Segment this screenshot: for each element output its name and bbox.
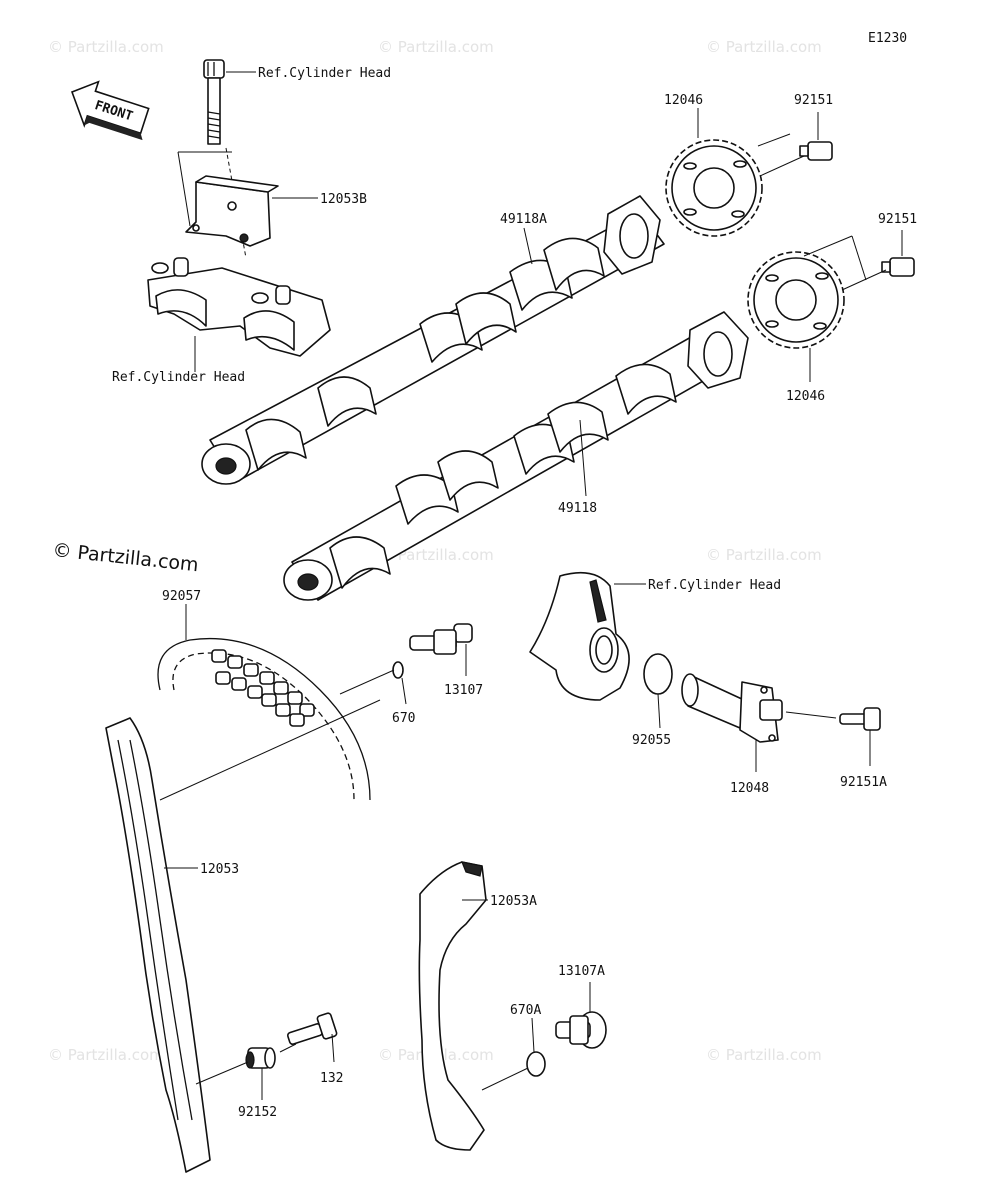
part-label-13107A: 13107A: [558, 964, 605, 979]
watermark: © Partzilla.com: [706, 38, 822, 56]
part-label-92055: 92055: [632, 733, 671, 748]
guide-bolt-icon: [286, 1012, 338, 1045]
part-label-92151: 92151: [794, 93, 833, 108]
watermark: © Partzilla.com: [706, 1046, 822, 1064]
label-ref-cylinder-head: Ref.Cylinder Head: [648, 578, 781, 593]
cam-chain-guide: [105, 717, 211, 1173]
part-label-92151: 92151: [878, 212, 917, 227]
part-label-12046: 12046: [786, 389, 825, 404]
camshaft-49118A: [201, 195, 665, 485]
label-ref-cylinder-head: Ref.Cylinder Head: [112, 370, 245, 385]
part-label-12048: 12048: [730, 781, 769, 796]
cam-sprocket-lower: [747, 251, 845, 349]
watermark: © Partzilla.com: [706, 546, 822, 564]
part-label-49118A: 49118A: [500, 212, 547, 227]
guide-pivot-bolt-a: [555, 1011, 607, 1049]
o-ring-icon: [526, 1051, 546, 1077]
camshaft-49118: [283, 311, 749, 601]
part-label-92152: 92152: [238, 1105, 277, 1120]
cam-sprocket-upper: [665, 139, 763, 237]
cam-chain-guide-tensioner-side: [418, 861, 487, 1151]
part-label-92151A: 92151A: [840, 775, 887, 790]
label-ref-cylinder-head: Ref.Cylinder Head: [258, 66, 391, 81]
part-label-13107: 13107: [444, 683, 483, 698]
sprocket-bolt-icon: [799, 141, 833, 161]
guide-pivot-bolt: [409, 623, 473, 655]
watermark: © Partzilla.com: [378, 38, 494, 56]
part-label-12053: 12053: [200, 862, 239, 877]
watermark: © Partzilla.com: [48, 38, 164, 56]
chain-tensioner: [681, 673, 783, 743]
bolt-icon: [203, 59, 225, 145]
guide-collar-icon: [245, 1047, 276, 1069]
watermark: © Partzilla.com: [48, 1046, 164, 1064]
part-label-670: 670: [392, 711, 415, 726]
part-label-132: 132: [320, 1071, 343, 1086]
camshaft-cap: [147, 257, 331, 357]
cam-chain: [157, 637, 371, 801]
part-label-670A: 670A: [510, 1003, 541, 1018]
diagram-code: E1230: [868, 31, 907, 46]
part-label-92057: 92057: [162, 589, 201, 604]
front-arrow-icon: FRONT: [70, 80, 150, 141]
part-label-12046: 12046: [664, 93, 703, 108]
sprocket-bolt-icon: [881, 257, 915, 277]
tensioner-o-ring-icon: [643, 653, 673, 695]
camshaft-holder-bracket: [185, 175, 279, 247]
part-label-12053A: 12053A: [490, 894, 537, 909]
watermark: © Partzilla.com: [378, 546, 494, 564]
cylinder-head-section: [529, 571, 630, 701]
o-ring-icon: [392, 661, 404, 679]
tensioner-bolt-icon: [839, 707, 881, 731]
watermark-prominent: © Partzilla.com: [51, 539, 199, 576]
part-label-12053B: 12053B: [320, 192, 367, 207]
part-label-49118: 49118: [558, 501, 597, 516]
